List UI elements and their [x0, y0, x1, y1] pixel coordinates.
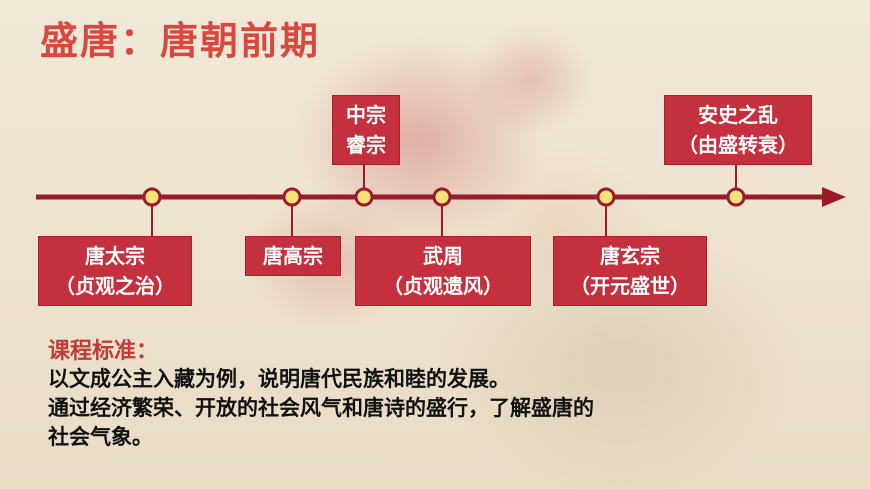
timeline-dot-5: [596, 187, 616, 207]
timeline-dot-3: [354, 187, 374, 207]
event-box-anshi-rebellion: 安史之乱 （由盛转衰）: [664, 95, 812, 165]
event-title: 唐太宗: [85, 244, 145, 268]
standard-line-3: 社会气象。: [48, 425, 153, 449]
standard-line-1: 以文成公主入藏为例，说明唐代民族和睦的发展。: [48, 367, 510, 391]
timeline-arrowhead: [822, 187, 846, 207]
event-box-xuanzong: 唐玄宗 （开元盛世）: [553, 236, 707, 306]
standard-label: 课程标准：: [48, 339, 159, 364]
event-box-taizong: 唐太宗 （贞观之治）: [38, 236, 192, 306]
event-box-wuzhou: 武周 （贞观遗风）: [355, 236, 531, 306]
timeline-dot-2: [282, 187, 302, 207]
event-subtitle: （开元盛世）: [570, 274, 690, 298]
event-subtitle: （贞观之治）: [55, 274, 175, 298]
event-subtitle: （贞观遗风）: [383, 274, 503, 298]
event-title: 武周: [423, 244, 463, 268]
curriculum-standard: 课程标准： 以文成公主入藏为例，说明唐代民族和睦的发展。 通过经济繁荣、开放的社…: [48, 333, 594, 452]
event-box-zhongzong-ruizong: 中宗 睿宗: [332, 95, 400, 165]
timeline-dot-1: [142, 187, 162, 207]
event-title: 安史之乱: [698, 103, 778, 127]
event-subtitle: （由盛转衰）: [678, 133, 798, 157]
event-box-gaozong: 唐高宗: [245, 236, 341, 276]
event-title: 唐玄宗: [600, 244, 660, 268]
timeline-dot-6: [726, 187, 746, 207]
event-subtitle: 睿宗: [346, 133, 386, 157]
event-title: 中宗: [346, 103, 386, 127]
page-title: 盛唐：唐朝前期: [40, 19, 321, 63]
timeline-dot-4: [432, 187, 452, 207]
standard-line-2: 通过经济繁荣、开放的社会风气和唐诗的盛行，了解盛唐的: [48, 396, 594, 420]
event-title: 唐高宗: [263, 244, 323, 268]
